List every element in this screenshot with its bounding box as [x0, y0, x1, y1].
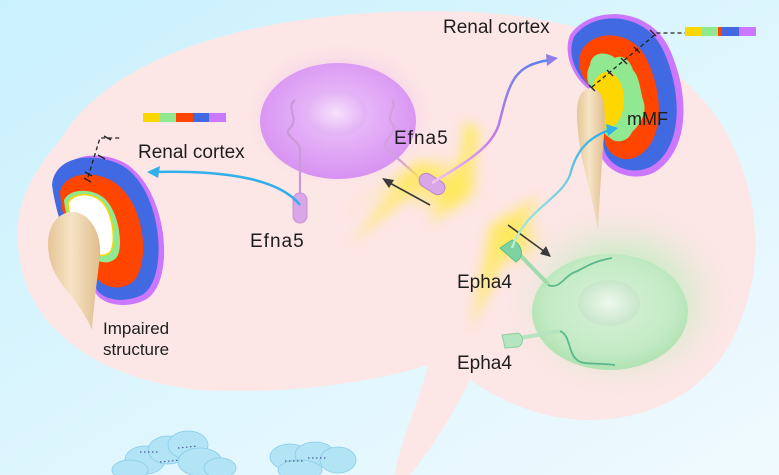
- epha4-tail-top: [547, 257, 613, 287]
- dark-arrow-bottom-line: [507, 224, 546, 253]
- right-stalk: [576, 88, 605, 230]
- green-cell-nucleus: [578, 280, 640, 326]
- dark-arrow-top-line: [387, 181, 431, 206]
- left-measure-ticks: [83, 135, 112, 183]
- label-impaired: Impaired: [103, 319, 170, 338]
- label-mmf: mMF: [627, 109, 668, 129]
- legend-left-purple: [209, 113, 226, 122]
- label-epha4-top: Epha4: [457, 272, 512, 293]
- cluster-dots: [140, 445, 328, 463]
- legend-bar-left: [143, 113, 226, 122]
- cell-cluster-left: [111, 430, 237, 475]
- left-kidney: [48, 135, 165, 330]
- efna5-receptor-left: [292, 192, 308, 224]
- label-efna5-right: Efna5: [394, 128, 449, 149]
- label-structure: structure: [103, 340, 170, 359]
- epha4-stem-bottom: [519, 329, 561, 340]
- legend-right-yellow: [685, 27, 702, 36]
- purple-cell-nucleus: [305, 90, 367, 136]
- legend-right-purple: [739, 27, 756, 36]
- label-renal-cortex-right: Renal cortex: [443, 17, 550, 38]
- legend-left-green: [160, 113, 176, 122]
- left-stalk: [48, 211, 101, 330]
- arrow-to-mmf: [510, 128, 611, 249]
- label-renal-cortex-left: Renal cortex: [138, 142, 245, 163]
- epha4-tail-bottom: [559, 330, 616, 366]
- arrow-to-left-kidney-head: [147, 166, 160, 178]
- label-epha4-bottom: Epha4: [457, 353, 512, 374]
- epha4-receptor-bottom: [501, 332, 523, 349]
- efna5-receptor-bound: [418, 172, 446, 196]
- dark-arrow-bottom-head: [540, 246, 551, 257]
- efna5-tail-right: [384, 99, 423, 181]
- arrow-to-right-kidney-head: [546, 54, 558, 66]
- right-kidney: [567, 14, 685, 230]
- legend-left-yellow: [143, 113, 160, 122]
- legend-left-red: [176, 113, 193, 122]
- cell-cluster-right: [269, 441, 357, 475]
- right-measure-ticks: [588, 29, 657, 92]
- label-efna5-bottom: Efna5: [250, 231, 305, 252]
- legend-right-blue: [722, 27, 739, 36]
- epha4-stem-top: [518, 253, 550, 286]
- arrow-to-left-kidney: [151, 170, 301, 206]
- legend-left-blue: [193, 113, 209, 122]
- dark-arrow-top-head: [382, 178, 394, 188]
- legend-right-red: [718, 27, 722, 36]
- legend-bar-right: [685, 27, 756, 36]
- epha4-receptor-top: [499, 239, 522, 263]
- legend-right-green: [702, 27, 718, 36]
- efna5-tail-left: [287, 99, 302, 200]
- arrow-to-right-kidney: [431, 58, 551, 185]
- right-measure-line: [591, 32, 685, 88]
- arrow-to-mmf-head: [606, 124, 618, 136]
